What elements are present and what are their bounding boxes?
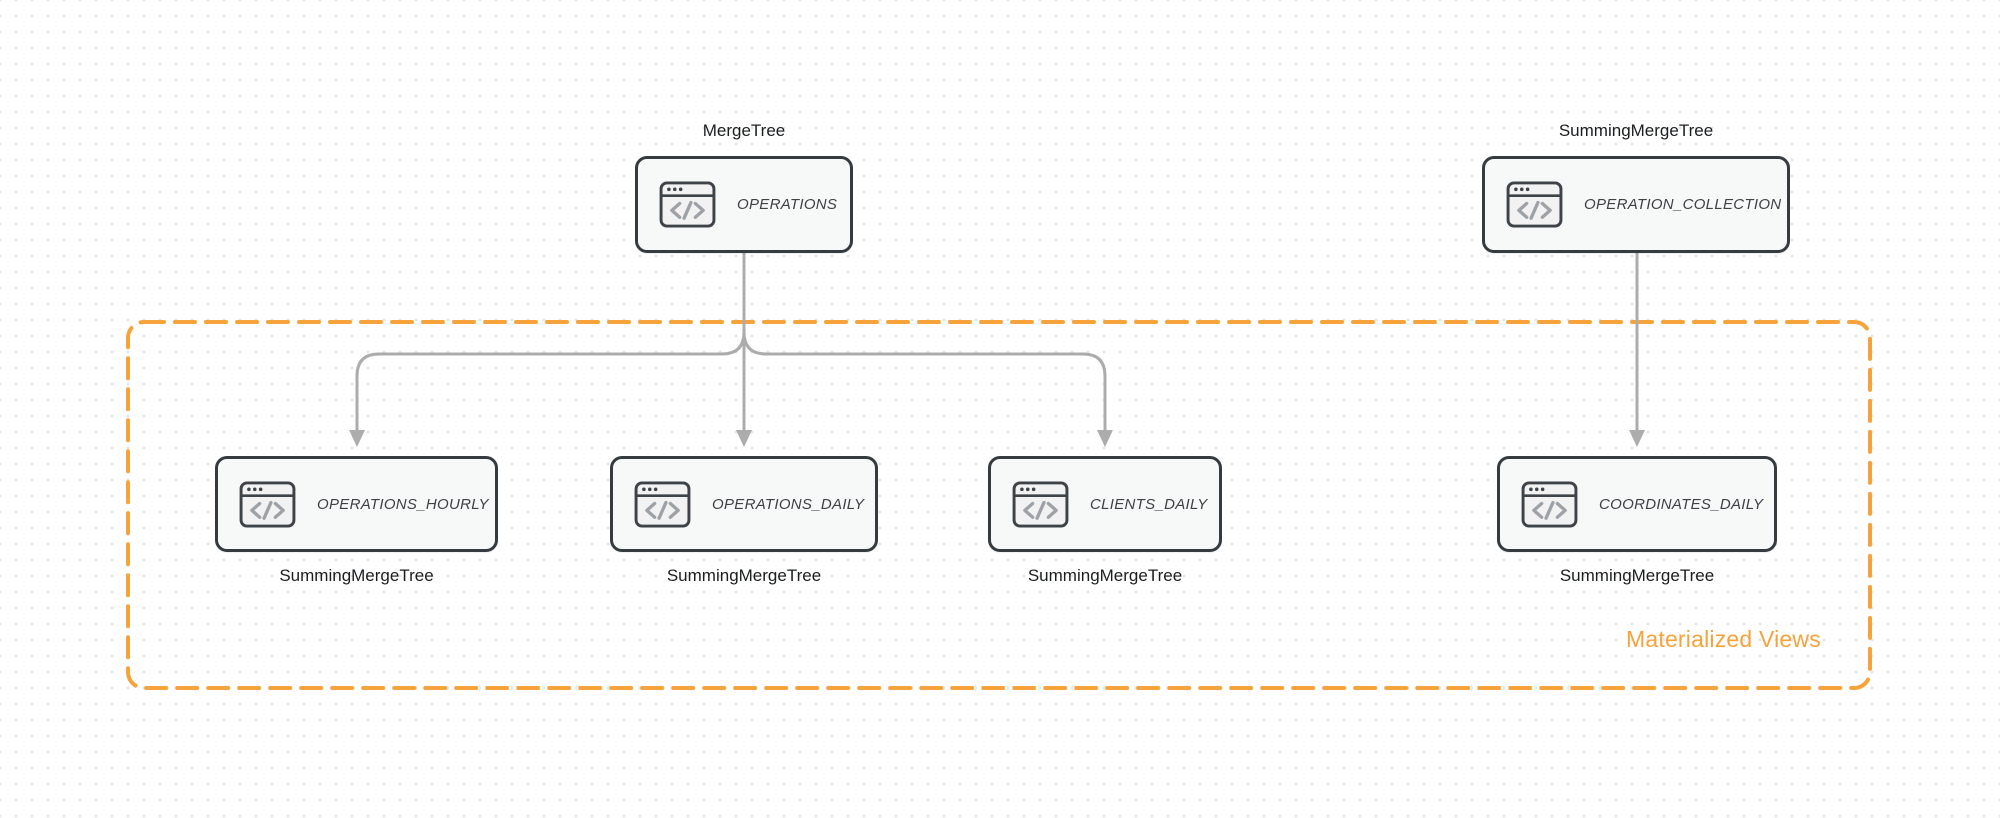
node-operations-daily[interactable]: OPERATIONS_DAILY SummingMergeTree <box>610 456 878 585</box>
node-operations[interactable]: MergeTree OPERATIONS <box>635 121 853 253</box>
edge-operations-to-clients-daily <box>742 251 1107 432</box>
engine-label-coordinates-daily: SummingMergeTree <box>1559 566 1715 585</box>
materialized-views-label: Materialized Views <box>1626 626 1821 652</box>
edge-operations-to-operations-hourly <box>355 251 746 432</box>
node-box-coordinates-daily[interactable]: COORDINATES_DAILY <box>1497 456 1777 552</box>
node-coordinates-daily[interactable]: COORDINATES_DAILY SummingMergeTree <box>1497 456 1777 585</box>
node-title-coordinates-daily: COORDINATES_DAILY <box>1599 495 1764 513</box>
engine-label-operations: MergeTree <box>702 121 786 140</box>
code-window-icon <box>1521 480 1578 528</box>
arrowhead-operations-hourly <box>349 430 365 447</box>
node-title-operations: OPERATIONS <box>737 196 838 213</box>
node-box-operation-collection[interactable]: OPERATION_COLLECTION <box>1482 156 1790 253</box>
node-operations-hourly[interactable]: OPERATIONS_HOURLY SummingMergeTree <box>215 456 498 585</box>
code-window-icon <box>1506 181 1563 228</box>
engine-label-operations-daily: SummingMergeTree <box>666 566 822 585</box>
node-box-operations-hourly[interactable]: OPERATIONS_HOURLY <box>215 456 498 552</box>
node-title-clients-daily: CLIENTS_DAILY <box>1090 495 1208 513</box>
node-box-operations-daily[interactable]: OPERATIONS_DAILY <box>610 456 878 552</box>
engine-label-operation-collection: SummingMergeTree <box>1558 121 1714 140</box>
node-title-operations-hourly: OPERATIONS_HOURLY <box>317 495 489 513</box>
node-title-operation-collection: OPERATION_COLLECTION <box>1584 196 1782 213</box>
arrowhead-clients-daily <box>1097 430 1113 447</box>
code-window-icon <box>659 181 716 228</box>
node-box-operations[interactable]: OPERATIONS <box>635 156 853 253</box>
code-window-icon <box>634 480 691 528</box>
node-box-clients-daily[interactable]: CLIENTS_DAILY <box>988 456 1222 552</box>
node-operation-collection[interactable]: SummingMergeTree OPERATION_COLLECTION <box>1482 121 1790 253</box>
node-clients-daily[interactable]: CLIENTS_DAILY SummingMergeTree <box>988 456 1222 585</box>
code-window-icon <box>1012 480 1069 528</box>
engine-label-operations-hourly: SummingMergeTree <box>279 566 434 585</box>
node-title-operations-daily: OPERATIONS_DAILY <box>712 495 865 513</box>
arrowhead-coordinates-daily <box>1629 430 1645 447</box>
arrowhead-operations-daily <box>736 430 752 447</box>
code-window-icon <box>239 480 296 528</box>
engine-label-clients-daily: SummingMergeTree <box>1027 566 1183 585</box>
